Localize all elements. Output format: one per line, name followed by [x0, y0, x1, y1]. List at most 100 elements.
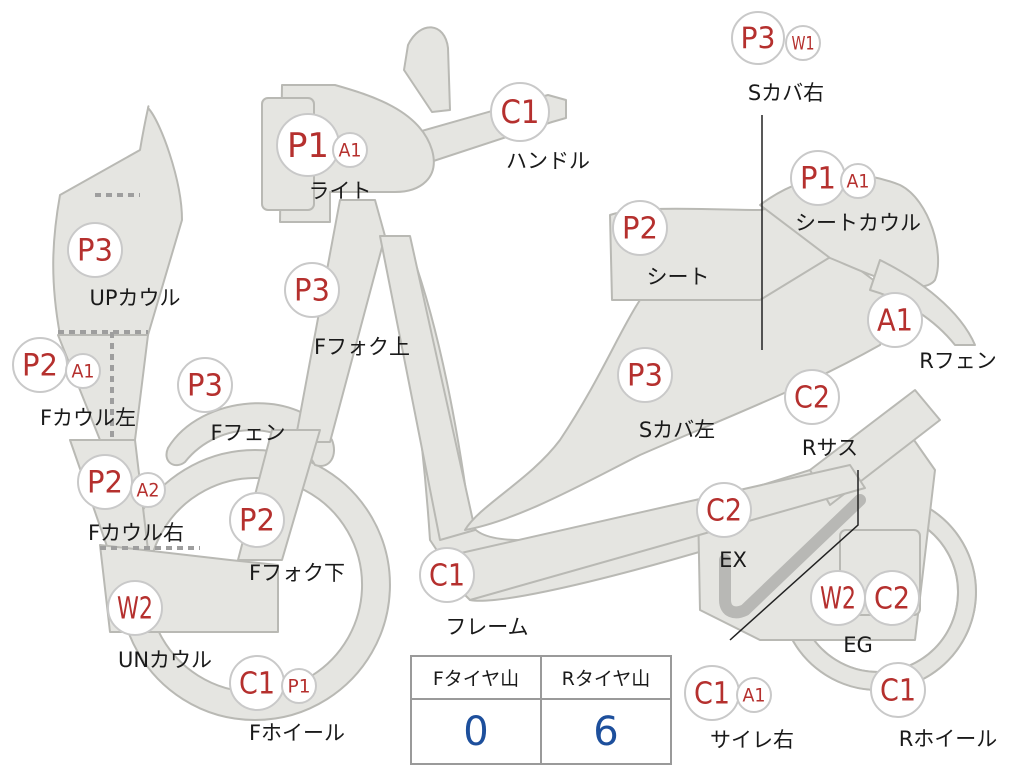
damage-code: A1 — [339, 139, 362, 161]
part-label: ライト — [309, 179, 372, 203]
damage-code: W1 — [792, 32, 815, 54]
part-label: EG — [843, 633, 873, 657]
damage-code: C2 — [794, 380, 830, 415]
exhaust-shape — [719, 494, 866, 619]
part-label: Fホイール — [249, 721, 345, 745]
damage-code: C1 — [880, 673, 916, 708]
damage-badge-circle — [177, 357, 233, 413]
part-label: ハンドル — [506, 149, 590, 173]
part-label: Rサス — [802, 436, 858, 460]
damage-code: C1 — [239, 666, 275, 701]
damage-badge-circle — [867, 292, 923, 348]
part-label: Fカウル右 — [88, 521, 184, 545]
damage-badge-circle — [281, 668, 317, 704]
part-label: UNカウル — [118, 648, 212, 672]
part-label: Fカウル左 — [40, 406, 136, 430]
rear-tire-header: Rタイヤ山 — [542, 657, 670, 700]
part-label: Fフォク上 — [314, 335, 410, 359]
damage-badge-circle — [864, 570, 920, 626]
part-label: UPカウル — [89, 286, 180, 310]
damage-code: C1 — [429, 558, 465, 593]
damage-code: P2 — [87, 465, 123, 500]
damage-code: P3 — [187, 368, 223, 403]
mirror-shape — [403, 26, 451, 113]
damage-code: P1 — [288, 675, 311, 697]
front-fender-shape — [165, 402, 335, 467]
damage-badge-circle — [731, 11, 785, 65]
part-label: EX — [719, 548, 747, 572]
leader-lines — [729, 115, 859, 641]
part-handle: C1 ハンドル — [490, 82, 590, 173]
damage-badge-circle — [229, 492, 285, 548]
damage-badge-circle — [696, 482, 752, 538]
damage-code: P3 — [77, 233, 113, 268]
damage-code: P2 — [22, 348, 58, 383]
front-tire-header: Fタイヤ山 — [412, 657, 542, 700]
part-label: シートカウル — [795, 211, 921, 235]
damage-code: P1 — [287, 126, 329, 166]
part-label: Sカバ左 — [639, 418, 715, 442]
front-tire-value: 0 — [412, 700, 542, 763]
damage-code: C1 — [694, 676, 730, 711]
damage-code: P3 — [741, 21, 776, 55]
damage-code: C2 — [706, 493, 742, 528]
damage-code: P2 — [239, 503, 275, 538]
part-label: サイレ右 — [710, 728, 794, 752]
damage-code: P3 — [294, 273, 330, 308]
rear-tire-value: 6 — [593, 708, 619, 755]
damage-badge-circle — [130, 472, 166, 508]
damage-badge-circle — [284, 262, 340, 318]
damage-code: P3 — [627, 358, 663, 393]
part-light: P1 A1 ライト — [276, 113, 372, 203]
damage-code: C1 — [501, 93, 540, 131]
part-muffler-right: C1 A1 サイレ右 — [684, 665, 794, 752]
part-label: Sカバ右 — [748, 81, 824, 105]
tire-tread-table: Fタイヤ山 Rタイヤ山 0 6 — [410, 655, 672, 765]
damage-code: P1 — [800, 161, 836, 196]
part-label: Fフェン — [210, 421, 285, 445]
damage-code: A1 — [743, 684, 766, 706]
damage-code: P2 — [622, 211, 658, 246]
leader-line-muffler — [729, 470, 859, 641]
damage-badge-circle — [65, 353, 101, 389]
part-label: フレーム — [445, 615, 528, 639]
part-label: シート — [647, 265, 710, 289]
damage-code: A2 — [137, 479, 160, 501]
part-frame: C1 フレーム — [419, 547, 529, 639]
damage-badge-circle — [419, 547, 475, 603]
damage-code: A1 — [72, 360, 95, 382]
damage-badge-circle — [67, 222, 123, 278]
damage-badge-circle — [840, 163, 876, 199]
front-fork-shape — [294, 199, 386, 443]
damage-badge-circle — [490, 82, 550, 142]
damage-code: W2 — [820, 581, 856, 616]
damage-badge-circle — [332, 132, 368, 168]
damage-badge-circle — [617, 347, 673, 403]
damage-code: W2 — [117, 591, 153, 626]
damage-badge-circle — [785, 25, 821, 61]
upper-cowl-shape — [52, 105, 183, 336]
damage-code: A1 — [877, 303, 913, 338]
damage-badge-circle — [784, 369, 840, 425]
damage-badge-circle — [870, 662, 926, 718]
part-label: Rホイール — [899, 727, 998, 751]
side-cover-shape — [464, 254, 901, 531]
damage-badge-circle — [736, 677, 772, 713]
damage-badge-circle — [612, 200, 668, 256]
